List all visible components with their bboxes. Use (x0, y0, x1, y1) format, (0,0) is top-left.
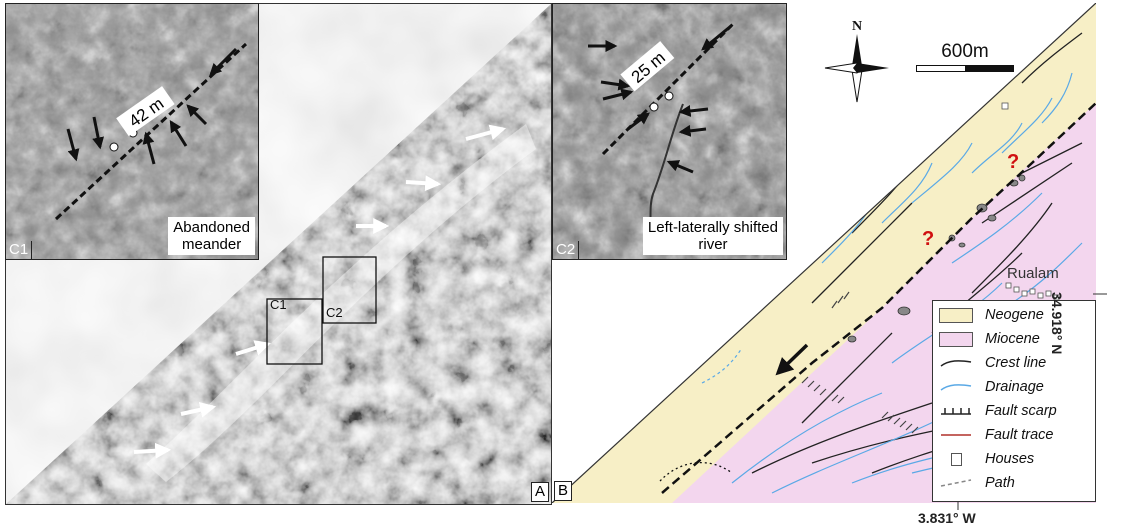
houses (1001, 102, 1060, 301)
drainage-lines (701, 72, 1073, 384)
inset-c1: 42 m Abandoned meander C1 (5, 3, 259, 260)
offset-marker (664, 91, 674, 101)
legend-item-drainage: Drainage (939, 377, 1044, 397)
c1-label: C1 (6, 241, 33, 259)
offset-marker (109, 142, 119, 152)
legend-item-fault-scarp: Fault scarp (939, 401, 1057, 421)
inset-c1-image: 42 m (6, 4, 258, 259)
panel-a-label: A (530, 482, 549, 502)
scale-bar (916, 65, 1014, 72)
offset-arrows (588, 24, 732, 174)
slip-arrow (775, 343, 809, 376)
c2-caption-line: Left-laterally shifted (647, 219, 778, 236)
legend-item-path: Path (939, 473, 1015, 493)
uncertain-mark: ? (1007, 151, 1019, 173)
offset-arrows (66, 47, 238, 165)
inset-c2-image: 25 m (553, 4, 786, 259)
legend-item-neogene: Neogene (939, 305, 1044, 325)
latitude-label: 34.918° N (1049, 292, 1065, 355)
panel-b-label: B (554, 481, 573, 501)
scale-label: 600m (941, 41, 989, 62)
boulders (847, 174, 1026, 343)
fault-trace-icon (939, 428, 973, 442)
c2-caption-line: river (698, 236, 728, 253)
c1-caption: Abandoned meander (168, 217, 255, 255)
map-legend: Neogene Miocene Crest line Drainage Faul… (932, 300, 1096, 502)
longitude-tick (957, 502, 959, 510)
c2-box (322, 256, 377, 324)
neogene-swatch (939, 307, 973, 323)
longitude-label: 3.831° W (918, 510, 976, 526)
fault-trace (661, 102, 1096, 494)
fault-arrows (133, 124, 507, 459)
drainage-icon (939, 380, 973, 394)
legend-item-crest-line: Crest line (939, 353, 1046, 373)
c1-caption-line: meander (182, 236, 242, 253)
c2-caption: Left-laterally shifted river (642, 217, 783, 255)
town-label: Rualam (1007, 265, 1059, 282)
uncertain-mark: ? (922, 228, 934, 250)
house-icon (939, 452, 973, 466)
miocene-swatch (939, 331, 973, 347)
c2-label: C2 (553, 241, 580, 259)
north-arrow-icon: N (824, 19, 889, 103)
c2-box-label: C2 (326, 305, 343, 320)
fault-scarp-icon (939, 404, 973, 418)
legend-item-fault-trace: Fault trace (939, 425, 1054, 445)
c1-box-label: C1 (270, 297, 287, 312)
path-icon (939, 476, 973, 490)
legend-item-miocene: Miocene (939, 329, 1040, 349)
crest-line-icon (939, 356, 973, 370)
north-label: N (852, 19, 862, 34)
fault-line (601, 22, 735, 156)
legend-item-houses: Houses (939, 449, 1034, 469)
path (659, 462, 733, 482)
inset-c2: 25 m Left-laterally shifted river C2 (552, 3, 787, 260)
c1-box (266, 298, 323, 365)
map-boundary (552, 3, 1096, 503)
latitude-tick (1093, 293, 1107, 295)
c1-caption-line: Abandoned (173, 219, 250, 236)
offset-marker (649, 102, 659, 112)
